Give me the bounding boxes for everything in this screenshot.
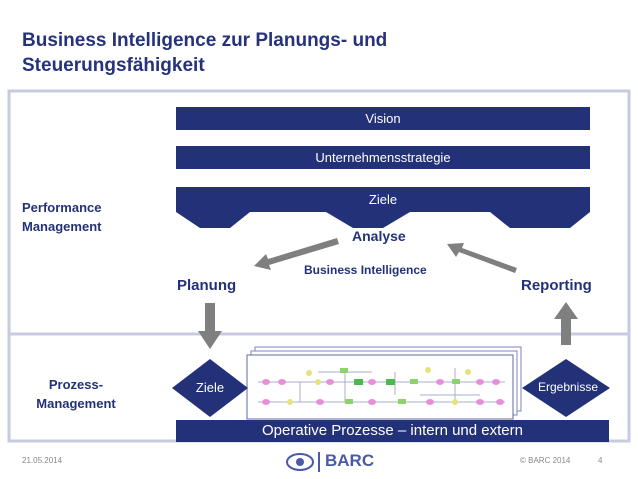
title-line-2: Steuerungsfähigkeit: [22, 55, 205, 76]
prozess-label-line-1: Prozess-: [48, 377, 104, 392]
ziele-diamond: [172, 359, 248, 417]
business-intelligence-label: Business Intelligence: [304, 263, 427, 277]
ergebnisse-diamond-label: Ergebnisse: [537, 380, 599, 394]
vision-label: Vision: [176, 107, 590, 130]
footer-date: 21.05.2014: [22, 456, 63, 465]
title-line-1: Business Intelligence zur Planungs- und: [22, 30, 388, 51]
planung-label: Planung: [177, 277, 237, 294]
arrow-to-analyse: [447, 243, 517, 273]
strategie-label: Unternehmensstrategie: [176, 146, 590, 169]
barc-eye-icon: [286, 453, 314, 471]
cycle-arrows: [198, 238, 578, 349]
reporting-label: Reporting: [521, 277, 592, 294]
arrow-to-planung: [254, 238, 339, 270]
operative-prozesse-label: Operative Prozesse – intern und extern: [262, 422, 523, 439]
analyse-label: Analyse: [352, 228, 406, 244]
ziele-diamond-label: Ziele: [195, 380, 225, 395]
arrow-down-planung: [198, 303, 222, 349]
barc-logo-text: BARC: [325, 451, 375, 470]
arrow-up-reporting: [554, 302, 578, 345]
footer-copyright: © BARC 2014: [520, 456, 571, 465]
performance-label-line-1: Performance: [22, 200, 102, 215]
process-screenshots: [246, 346, 522, 420]
page-number: 4: [598, 456, 603, 465]
performance-management-label: Performance Management: [22, 198, 162, 236]
performance-label-line-2: Management: [22, 219, 102, 234]
ergebnisse-diamond: [522, 359, 610, 417]
logo-divider: [318, 452, 320, 472]
page-title: Business Intelligence zur Planungs- und …: [22, 28, 582, 78]
operative-prozesse-bar: [176, 420, 609, 442]
prozess-management-label: Prozess- Management: [22, 375, 130, 413]
ziele-label: Ziele: [176, 188, 590, 212]
prozess-label-line-2: Management: [36, 396, 116, 411]
